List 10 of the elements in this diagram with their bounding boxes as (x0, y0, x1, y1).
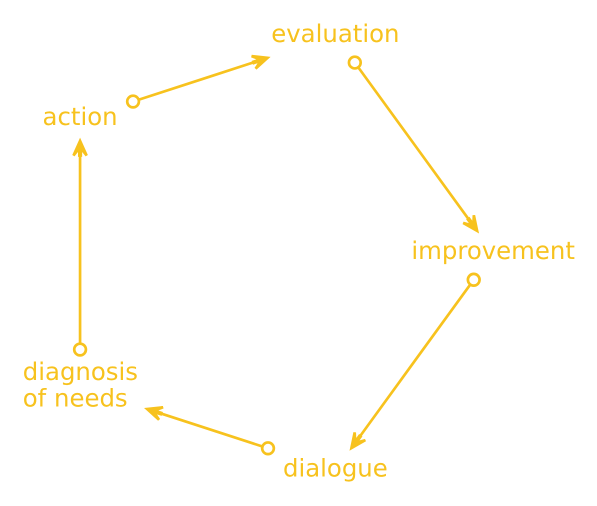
node-text: action (42, 102, 118, 131)
arrow (350, 272, 481, 450)
node-text: diagnosis of needs (22, 356, 138, 413)
node-text: dialogue (282, 453, 388, 482)
arrow (72, 140, 88, 357)
arrow (146, 406, 276, 456)
node-text: improvement (411, 236, 575, 266)
node-text: evaluation (271, 18, 400, 48)
arrow (348, 55, 478, 232)
arrow (126, 54, 269, 109)
